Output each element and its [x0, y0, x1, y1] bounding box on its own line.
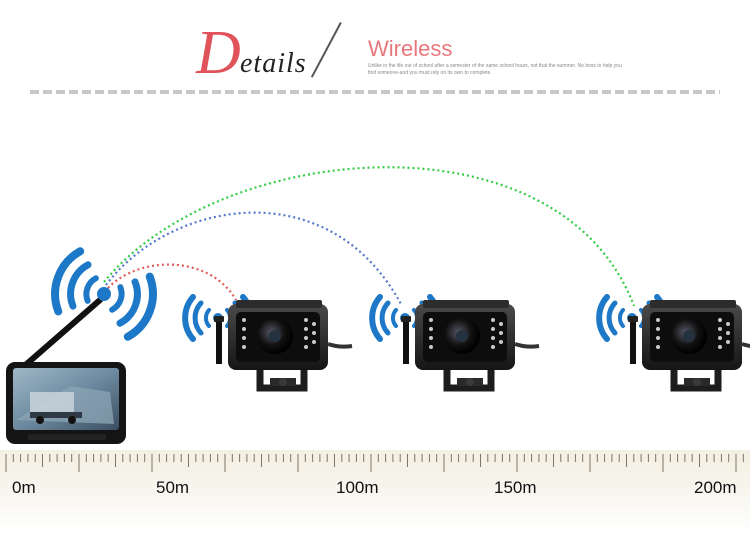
ruler-label-100m: 100m: [336, 478, 379, 497]
wireless-camera-100m: [372, 297, 539, 388]
title-text: etails: [240, 48, 307, 79]
wireless-camera-icon: [628, 300, 750, 388]
wireless-camera-200m: [599, 297, 750, 388]
wireless-monitor-icon: [6, 297, 126, 444]
title-initial: D: [196, 19, 241, 87]
ruler-label-50m: 50m: [156, 478, 190, 497]
wireless-camera-50m: [185, 297, 352, 388]
header-divider: [30, 90, 720, 94]
ruler-ticks: [5, 454, 744, 472]
details-header: D etails Wireless Unlike in the life out…: [0, 0, 750, 100]
wireless-camera-icon: [214, 300, 352, 388]
section-subtitle: Wireless: [368, 36, 453, 61]
distance-ruler: [0, 450, 750, 535]
signal-link-200m: [103, 166, 636, 307]
section-description: Unlike in the life out of school after a…: [368, 63, 622, 76]
ruler-label-200m: 200m: [694, 478, 737, 497]
wireless-camera-icon: [401, 300, 539, 388]
wifi-signal-icon: [51, 247, 157, 341]
ruler-label-150m: 150m: [494, 478, 537, 497]
signal-link-50m: [107, 263, 237, 301]
ruler-label-0m: 0m: [12, 478, 36, 497]
